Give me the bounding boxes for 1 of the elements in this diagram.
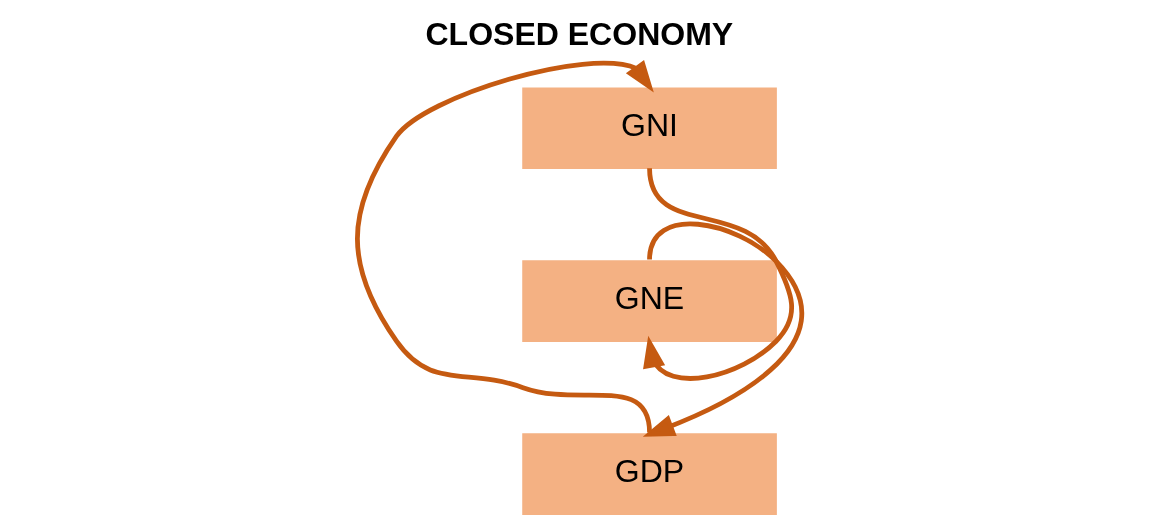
diagram-title: CLOSED ECONOMY (424, 16, 733, 53)
